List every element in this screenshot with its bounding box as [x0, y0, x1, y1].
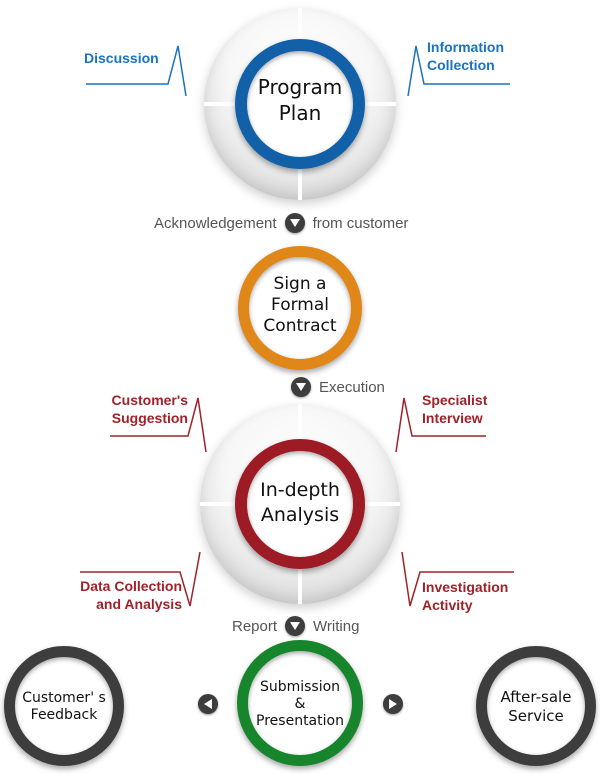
connector-execution-right: Execution	[319, 378, 385, 396]
after-sale-label: After-sale Service	[500, 688, 572, 725]
connector-report-right: Writing	[313, 617, 360, 635]
program-plan-node[interactable]: Program Plan	[204, 8, 396, 200]
callout-data	[80, 551, 201, 607]
submission-ring	[237, 640, 363, 766]
connector-acknowledgement-right: from customer	[312, 214, 409, 232]
down-arrow-icon[interactable]	[291, 377, 311, 397]
sign-contract-label: Sign a Formal Contract	[263, 274, 337, 336]
after-sale-node[interactable]: After-sale Service	[476, 646, 596, 766]
feedback-node[interactable]: Customer' s Feedback	[4, 646, 124, 766]
connector-report-writing: Report Writing	[232, 616, 359, 636]
right-arrow-icon[interactable]	[383, 694, 403, 714]
note-investigation-activity: Investigation Activity	[422, 579, 509, 613]
callout-discussion	[86, 45, 187, 97]
sign-contract-node[interactable]: Sign a Formal Contract	[238, 246, 362, 370]
after-sale-ring	[476, 646, 596, 766]
note-discussion: Discussion	[84, 50, 159, 66]
feedback-ring	[4, 646, 124, 766]
callout-information	[407, 45, 510, 97]
sign-contract-ring	[238, 246, 362, 370]
note-data-collection: Data Collection and Analysis	[80, 578, 182, 612]
callout-specialist	[395, 397, 486, 453]
note-customers-suggestion: Customer's Suggestion	[111, 392, 188, 426]
note-information-collection: Information Collection	[427, 39, 504, 73]
connector-acknowledgement-left: Acknowledgement	[154, 214, 277, 232]
submission-node[interactable]: Submission & Presentation	[237, 640, 363, 766]
down-arrow-icon[interactable]	[285, 616, 306, 636]
left-arrow-icon[interactable]	[198, 694, 218, 714]
submission-label: Submission & Presentation	[256, 679, 344, 729]
connector-acknowledgement: Acknowledgement from customer	[154, 213, 408, 233]
connector-report-left: Report	[232, 617, 278, 635]
analysis-label: In-depth Analysis	[260, 479, 340, 526]
down-arrow-icon[interactable]	[284, 213, 305, 233]
callout-investigation	[401, 551, 514, 607]
note-specialist-interview: Specialist Interview	[422, 392, 488, 426]
connector-execution: Execution	[291, 377, 385, 397]
feedback-label: Customer' s Feedback	[22, 690, 106, 723]
analysis-node[interactable]: In-depth Analysis	[200, 404, 400, 604]
callout-suggestion	[110, 397, 207, 453]
program-plan-label: Program Plan	[257, 75, 343, 125]
